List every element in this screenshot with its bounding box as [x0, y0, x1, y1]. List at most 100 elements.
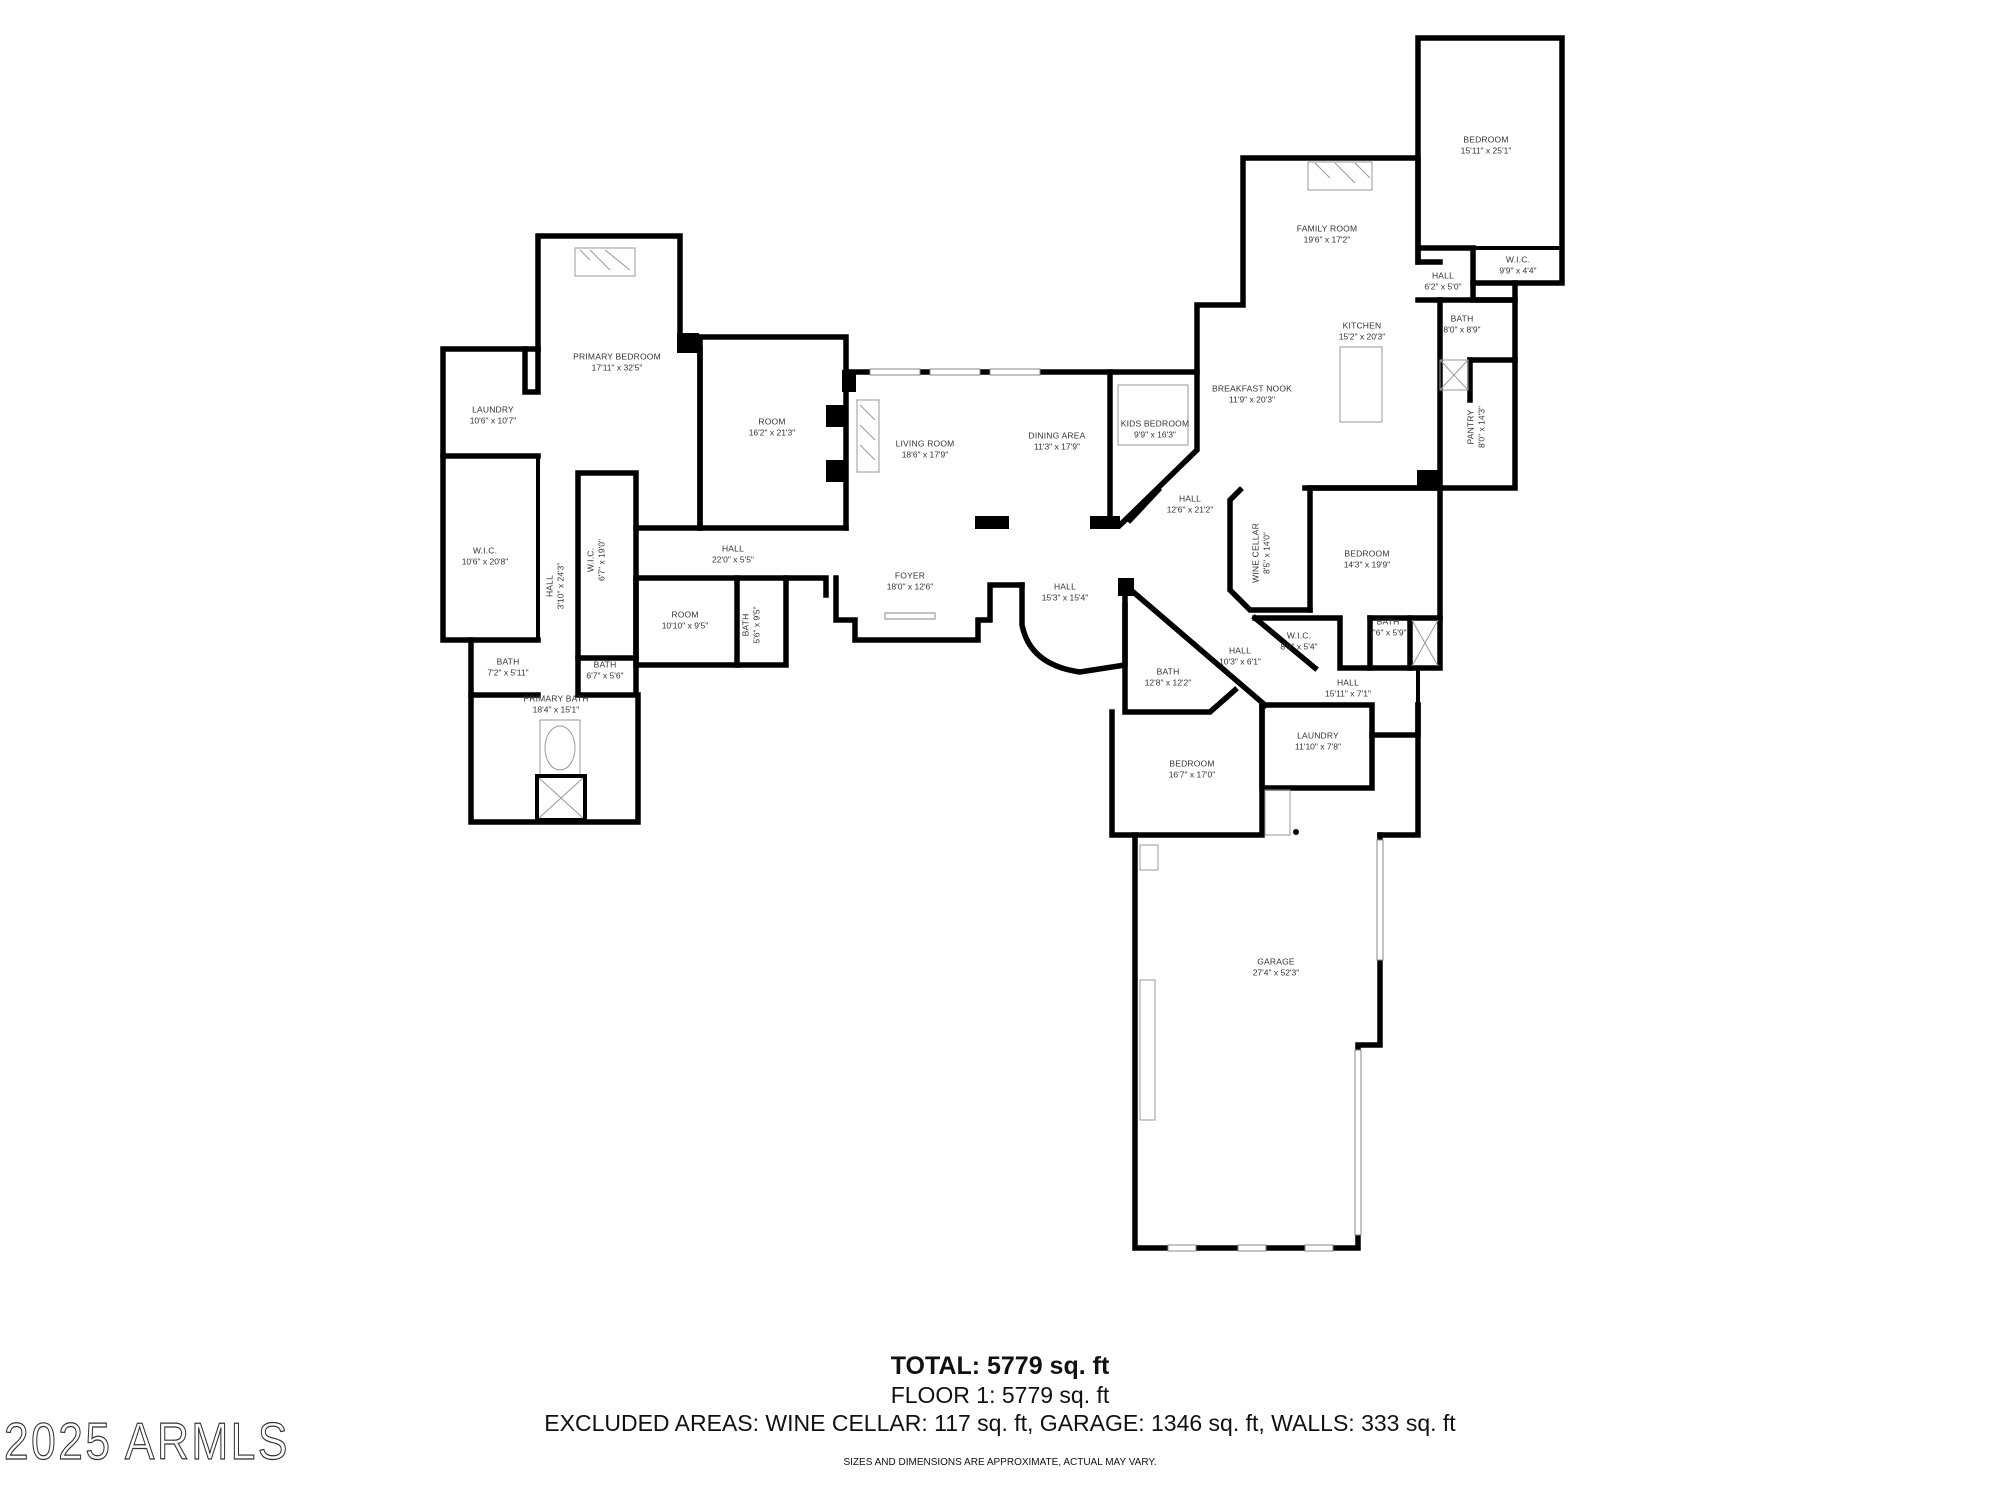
room-dimensions: 17'11" x 32'5" [591, 363, 643, 373]
room-dimensions: 7'6" x 5'9" [1369, 628, 1407, 638]
garage-walls [1132, 832, 1384, 1252]
room-dimensions: 10'3" x 6'1" [1219, 657, 1261, 667]
room-dimensions: 11'9" x 20'3" [1228, 395, 1275, 405]
room-dimensions: 11'10" x 7'8" [1295, 742, 1341, 752]
disclaimer: SIZES AND DIMENSIONS ARE APPROXIMATE, AC… [843, 1457, 1157, 1468]
floor-area: FLOOR 1: 5779 sq. ft [890, 1382, 1110, 1408]
room-dimensions: 8'5" x 14'0" [1262, 532, 1272, 574]
excluded-areas: EXCLUDED AREAS: WINE CELLAR: 117 sq. ft,… [544, 1410, 1456, 1436]
room-name: BATH [593, 659, 617, 670]
room-dimensions: 12'6" x 21'2" [1166, 505, 1214, 515]
room-name: W.I.C. [585, 547, 596, 573]
room-dimensions: 14'3" x 19'9" [1343, 560, 1391, 570]
room-name: W.I.C. [1286, 630, 1312, 641]
room-label: W.I.C.9'9" x 4'4" [1499, 255, 1536, 278]
room-label: W.I.C.6'7" x 19'0" [586, 539, 609, 581]
central-walls [833, 368, 1200, 675]
room-name: HALL [1336, 677, 1360, 688]
room-dimensions: 15'11" x 7'1" [1325, 689, 1371, 699]
room-name: PRIMARY BATH [523, 693, 589, 704]
room-label: W.I.C.10'6" x 20'8" [462, 546, 509, 569]
room-name: W.I.C. [472, 545, 498, 556]
room-name: HALL [1431, 270, 1455, 281]
room-name: ROOM [671, 609, 699, 620]
room-name: DINING AREA [1028, 430, 1086, 441]
primary-suite-walls [440, 233, 703, 825]
room-name: HALL [1228, 645, 1252, 656]
room-name: BATH [1156, 666, 1180, 677]
room-name: BREAKFAST NOOK [1211, 383, 1293, 394]
room-name: BATH [1450, 313, 1474, 324]
room-dimensions: 15'3" x 15'4" [1041, 593, 1089, 603]
room-dimensions: 12'8" x 12'2" [1144, 678, 1192, 688]
room-dimensions: 6'7" x 19'0" [597, 539, 607, 581]
room-name: KIDS BEDROOM [1120, 418, 1190, 429]
room-dimensions: 10'6" x 10'7" [469, 416, 517, 426]
room-dimensions: 27'4" x 52'3" [1252, 968, 1300, 978]
room-name: WINE CELLAR [1250, 523, 1261, 583]
room-dimensions: 15'11" x 25'1" [1460, 146, 1512, 156]
room-dimensions: 10'6" x 20'8" [461, 557, 509, 567]
room-dimensions: 6'7" x 5'6" [586, 671, 624, 681]
room-name: HALL [544, 574, 555, 598]
room-dimensions: 16'7" x 17'0" [1168, 770, 1216, 780]
room-name: PRIMARY BEDROOM [573, 351, 661, 362]
room-dimensions: 8'0" x 8'9" [1443, 325, 1481, 335]
room-dimensions: 6'2" x 5'0" [1424, 282, 1462, 292]
room-name: W.I.C. [1505, 254, 1531, 265]
room-name: BEDROOM [1169, 758, 1215, 769]
room-name: BATH [1376, 616, 1400, 627]
room-dimensions: 10'10" x 9'5" [661, 621, 709, 631]
room-dimensions: 8'9" x 5'4" [1280, 642, 1318, 652]
room-name: LAUNDRY [472, 404, 514, 415]
room-dimensions: 9'9" x 4'4" [1499, 266, 1537, 276]
room-name: GARAGE [1257, 956, 1295, 967]
room-dimensions: 9'9" x 16'3" [1134, 430, 1176, 440]
room-name: KITCHEN [1342, 320, 1382, 331]
room-name: LIVING ROOM [895, 438, 955, 449]
room-name: BATH [496, 656, 520, 667]
room-dimensions: 3'10" x 24'3" [556, 562, 566, 610]
room-name: HALL [721, 543, 745, 554]
room-dimensions: 7'2" x 5'11" [487, 668, 529, 678]
room-name: BATH [740, 613, 751, 637]
total-area: TOTAL: 5779 sq. ft [890, 1352, 1110, 1380]
room-name: PANTRY [1465, 409, 1476, 445]
room-name: LAUNDRY [1297, 730, 1339, 741]
room-dimensions: 16'2" x 21'3" [748, 428, 796, 438]
west-central-walls [633, 334, 880, 668]
room-dimensions: 15'2" x 20'3" [1338, 332, 1386, 342]
room-dimensions: 19'6" x 17'2" [1303, 235, 1351, 245]
southeast-cluster-walls [1116, 485, 1443, 709]
room-dimensions: 18'6" x 17'9" [901, 450, 949, 460]
room-name: HALL [1053, 581, 1077, 592]
